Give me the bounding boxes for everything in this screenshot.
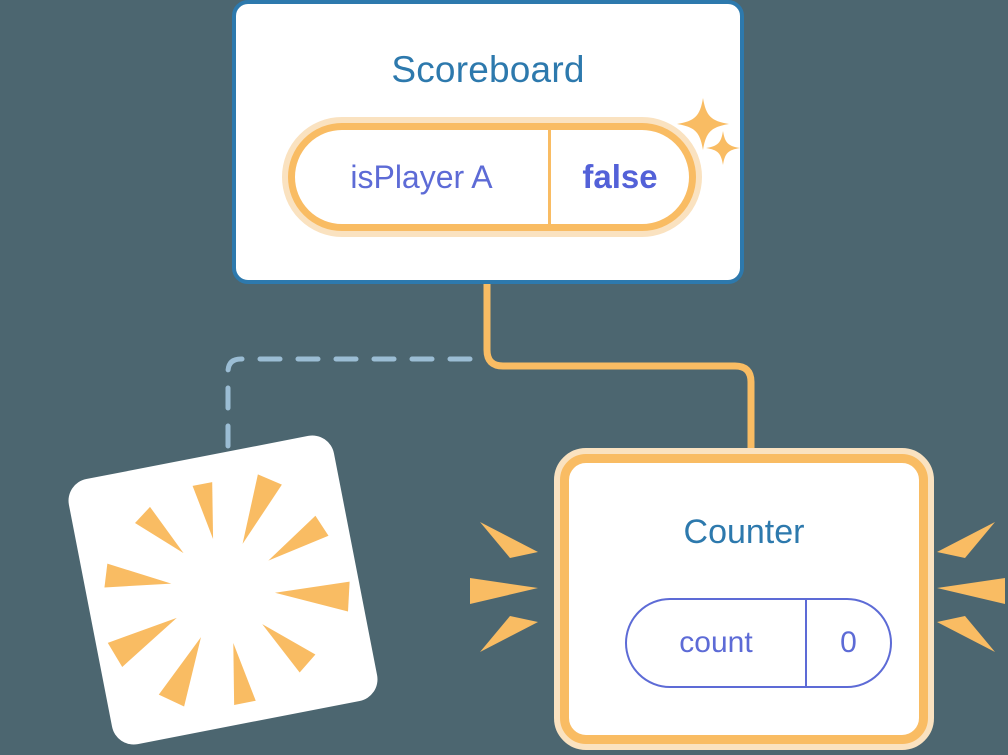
burst-ray [274, 581, 350, 612]
counter-card[interactable]: Counter count 0 [554, 448, 934, 750]
counter-right-rays-icon [937, 522, 1005, 652]
sparkle-large-icon [677, 98, 729, 150]
re-render-highlight-card [64, 431, 382, 749]
scoreboard-pill-divider [548, 130, 551, 224]
counter-prop-value: 0 [840, 626, 857, 659]
counter-title: Counter [683, 513, 805, 551]
burst-ray [192, 482, 214, 539]
burst-ray [262, 624, 316, 673]
burst-ray [242, 474, 282, 544]
scoreboard-card[interactable]: Scoreboard isPlayer A false [232, 0, 744, 284]
scoreboard-pill-body[interactable]: isPlayer A false [288, 123, 696, 231]
counter-left-rays-icon [470, 522, 538, 652]
counter-pill-divider [805, 600, 807, 686]
counter-prop-pill[interactable]: count 0 [625, 598, 892, 688]
counter-card-body[interactable]: Counter count 0 [560, 454, 928, 744]
solid-connector-path [483, 282, 755, 460]
burst-rays-icon [104, 474, 350, 707]
burst-ray [135, 506, 184, 554]
burst-ray [158, 637, 201, 707]
dashed-connector-path [225, 356, 473, 473]
scoreboard-prop-key: isPlayer A [350, 158, 493, 195]
scoreboard-title: Scoreboard [391, 49, 585, 90]
burst-ray [233, 643, 256, 705]
burst-ray [268, 515, 329, 561]
scoreboard-prop-pill[interactable]: isPlayer A false [282, 117, 702, 237]
burst-ray [107, 617, 177, 667]
counter-prop-key: count [679, 626, 753, 659]
burst-ray [104, 563, 172, 588]
sparkle-small-icon [706, 131, 740, 165]
scoreboard-prop-value: false [582, 158, 658, 195]
